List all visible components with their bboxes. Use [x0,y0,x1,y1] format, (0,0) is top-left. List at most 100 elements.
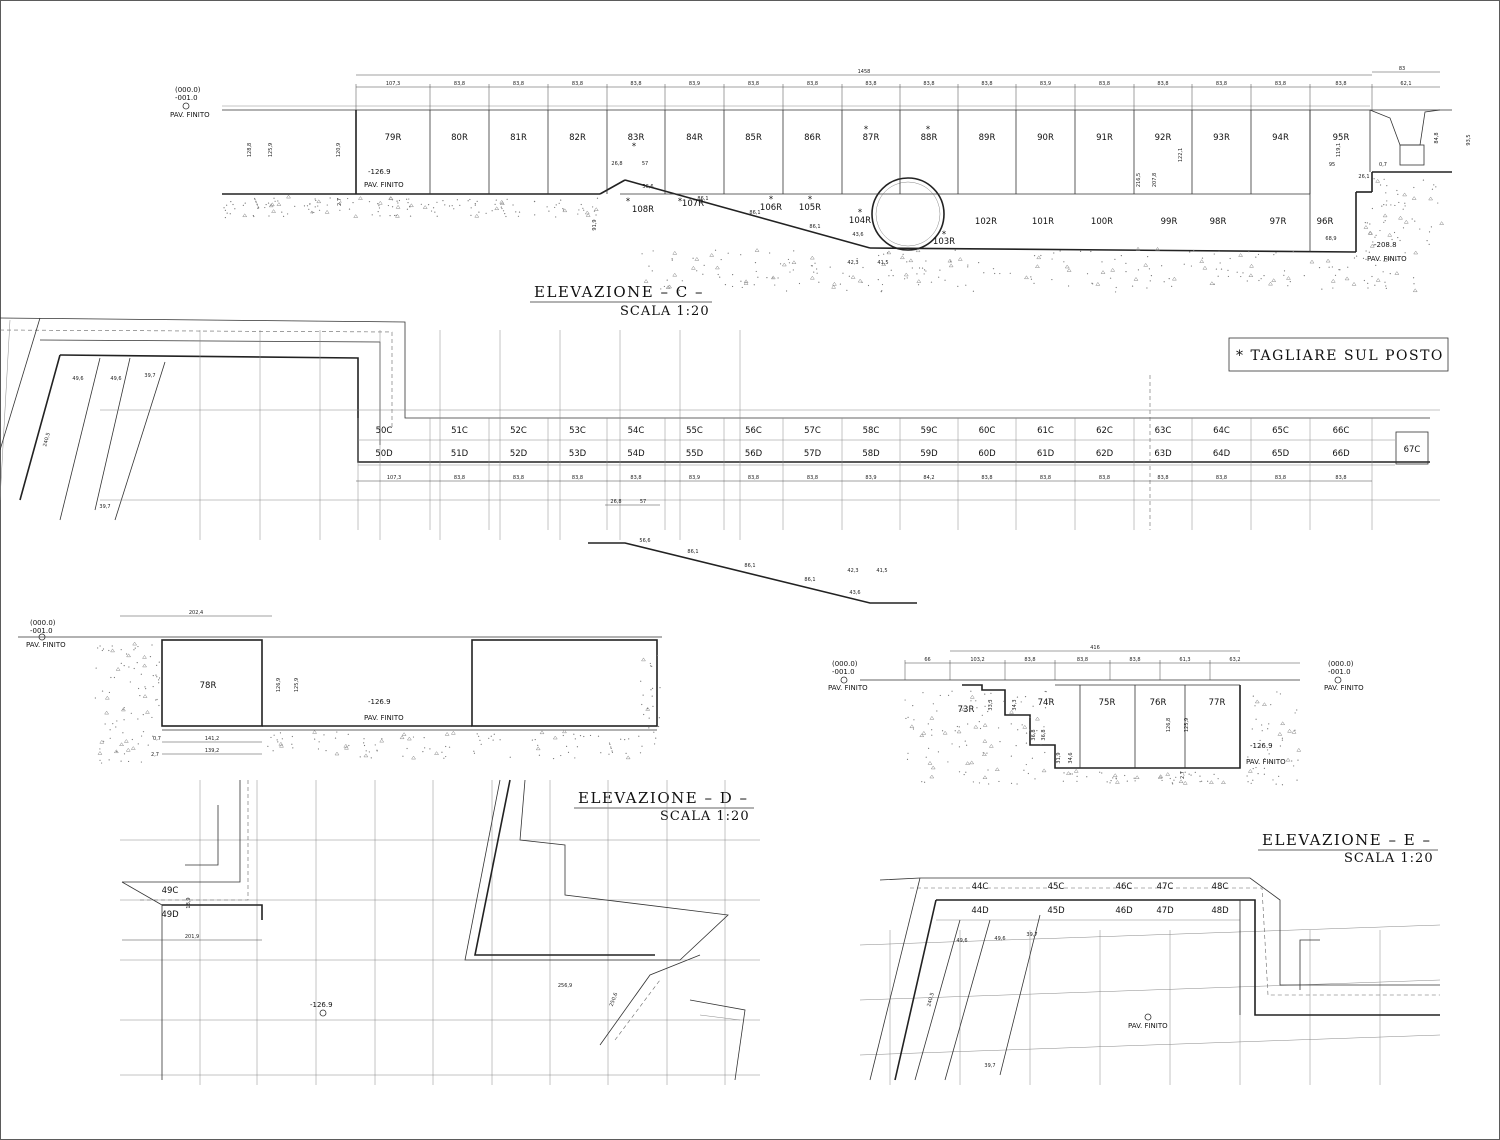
ground-hatch [391,206,394,208]
ground-hatch [659,687,661,689]
ground-hatch [904,699,906,701]
ground-hatch [1114,291,1117,293]
ground-hatch [925,260,927,262]
ground-hatch [1215,268,1218,270]
dim: 26,1 [1358,174,1369,180]
ground-hatch [1396,259,1398,261]
ground-hatch [99,759,101,761]
ground-hatch [829,266,831,268]
ground-hatch [132,641,138,646]
ground-hatch [1218,250,1220,252]
ground-hatch [270,736,272,739]
dim: 56,6 [642,184,653,190]
top-dim: 83,8 [865,81,876,87]
ground-hatch [1402,208,1404,210]
ground-hatch [1383,178,1385,180]
piece-80r: 80R [451,133,468,143]
ground-hatch [1246,775,1248,777]
ground-hatch [396,200,398,202]
ground-hatch [1330,278,1336,283]
ground-hatch [533,200,536,203]
ground-hatch [142,731,145,733]
grid-line [859,924,1441,946]
ground-hatch [1016,696,1019,698]
dim: 36,8 [1041,729,1047,740]
ground-hatch [151,644,153,646]
ground-hatch [1367,230,1373,235]
ground-hatch [407,201,409,204]
ground-hatch [149,656,152,658]
ground-hatch [1259,743,1261,745]
level-pav: PAV. FINITO [1128,1022,1168,1030]
top-dim: 83,8 [513,81,524,87]
ground-hatch [116,720,118,722]
ground-hatch [1171,276,1177,281]
ground-hatch [577,213,579,215]
ground-hatch [792,269,794,271]
ground-hatch [1114,780,1120,784]
ground-hatch [906,758,909,760]
ground-hatch [412,736,415,738]
ground-hatch [1199,259,1205,263]
ground-hatch [1086,776,1088,778]
scale-elev-e: SCALA 1:20 [1344,851,1434,866]
ground-hatch [156,698,158,701]
ground-hatch [226,212,228,214]
ground-hatch [740,254,742,256]
ground-hatch [1028,729,1031,731]
ground-hatch [1371,275,1373,278]
dim: 240,5 [926,992,936,1007]
ground-hatch [857,278,863,283]
ground-hatch [1364,222,1366,224]
ground-hatch [976,707,978,709]
ground-hatch [982,752,984,754]
ground-hatch [671,258,673,260]
ground-hatch [130,746,136,750]
dim: 34,3 [1012,699,1018,710]
ground-hatch [334,751,340,756]
ground-hatch [1292,250,1294,253]
ground-hatch [494,206,500,211]
ground-hatch [406,747,408,750]
ground-hatch [1279,693,1282,695]
ground-hatch [1260,278,1262,280]
ground-hatch [1268,723,1270,725]
ground-hatch [323,734,325,736]
ground-hatch [1254,705,1256,707]
ground-hatch [810,265,813,267]
level-pav: PAV. FINITO [170,111,210,119]
ground-hatch [987,769,989,771]
ground-hatch [1034,778,1036,780]
ground-hatch [378,207,381,209]
ground-hatch [967,723,969,725]
top-dim: 83,8 [630,81,641,87]
ground-hatch [317,748,320,750]
ground-hatch [1025,732,1028,734]
ground-hatch [957,257,963,261]
ground-hatch [1428,231,1431,233]
ground-hatch [1040,743,1042,746]
ground-hatch [451,205,453,207]
ground-hatch [984,705,986,707]
ground-hatch [1338,269,1340,271]
ground-hatch [224,209,226,211]
ground-hatch [672,272,678,277]
ground-hatch [596,197,599,199]
ground-hatch [1033,255,1036,257]
ground-hatch [442,200,444,202]
ground-hatch [567,751,570,753]
ground-hatch [244,202,246,204]
ground-hatch [593,210,596,212]
ground-hatch [156,664,158,666]
piece-47c: 47C [1157,882,1174,892]
ground-hatch [999,272,1001,275]
ground-hatch [562,208,568,213]
ground-hatch [506,198,508,200]
ground-hatch [1010,755,1012,757]
piece-55c: 55C [686,426,703,436]
ground-hatch [944,279,946,281]
dim: 43,6 [852,232,863,238]
ground-hatch [122,708,124,711]
ground-hatch [1383,221,1385,223]
top-dim: 62,1 [1400,81,1411,87]
